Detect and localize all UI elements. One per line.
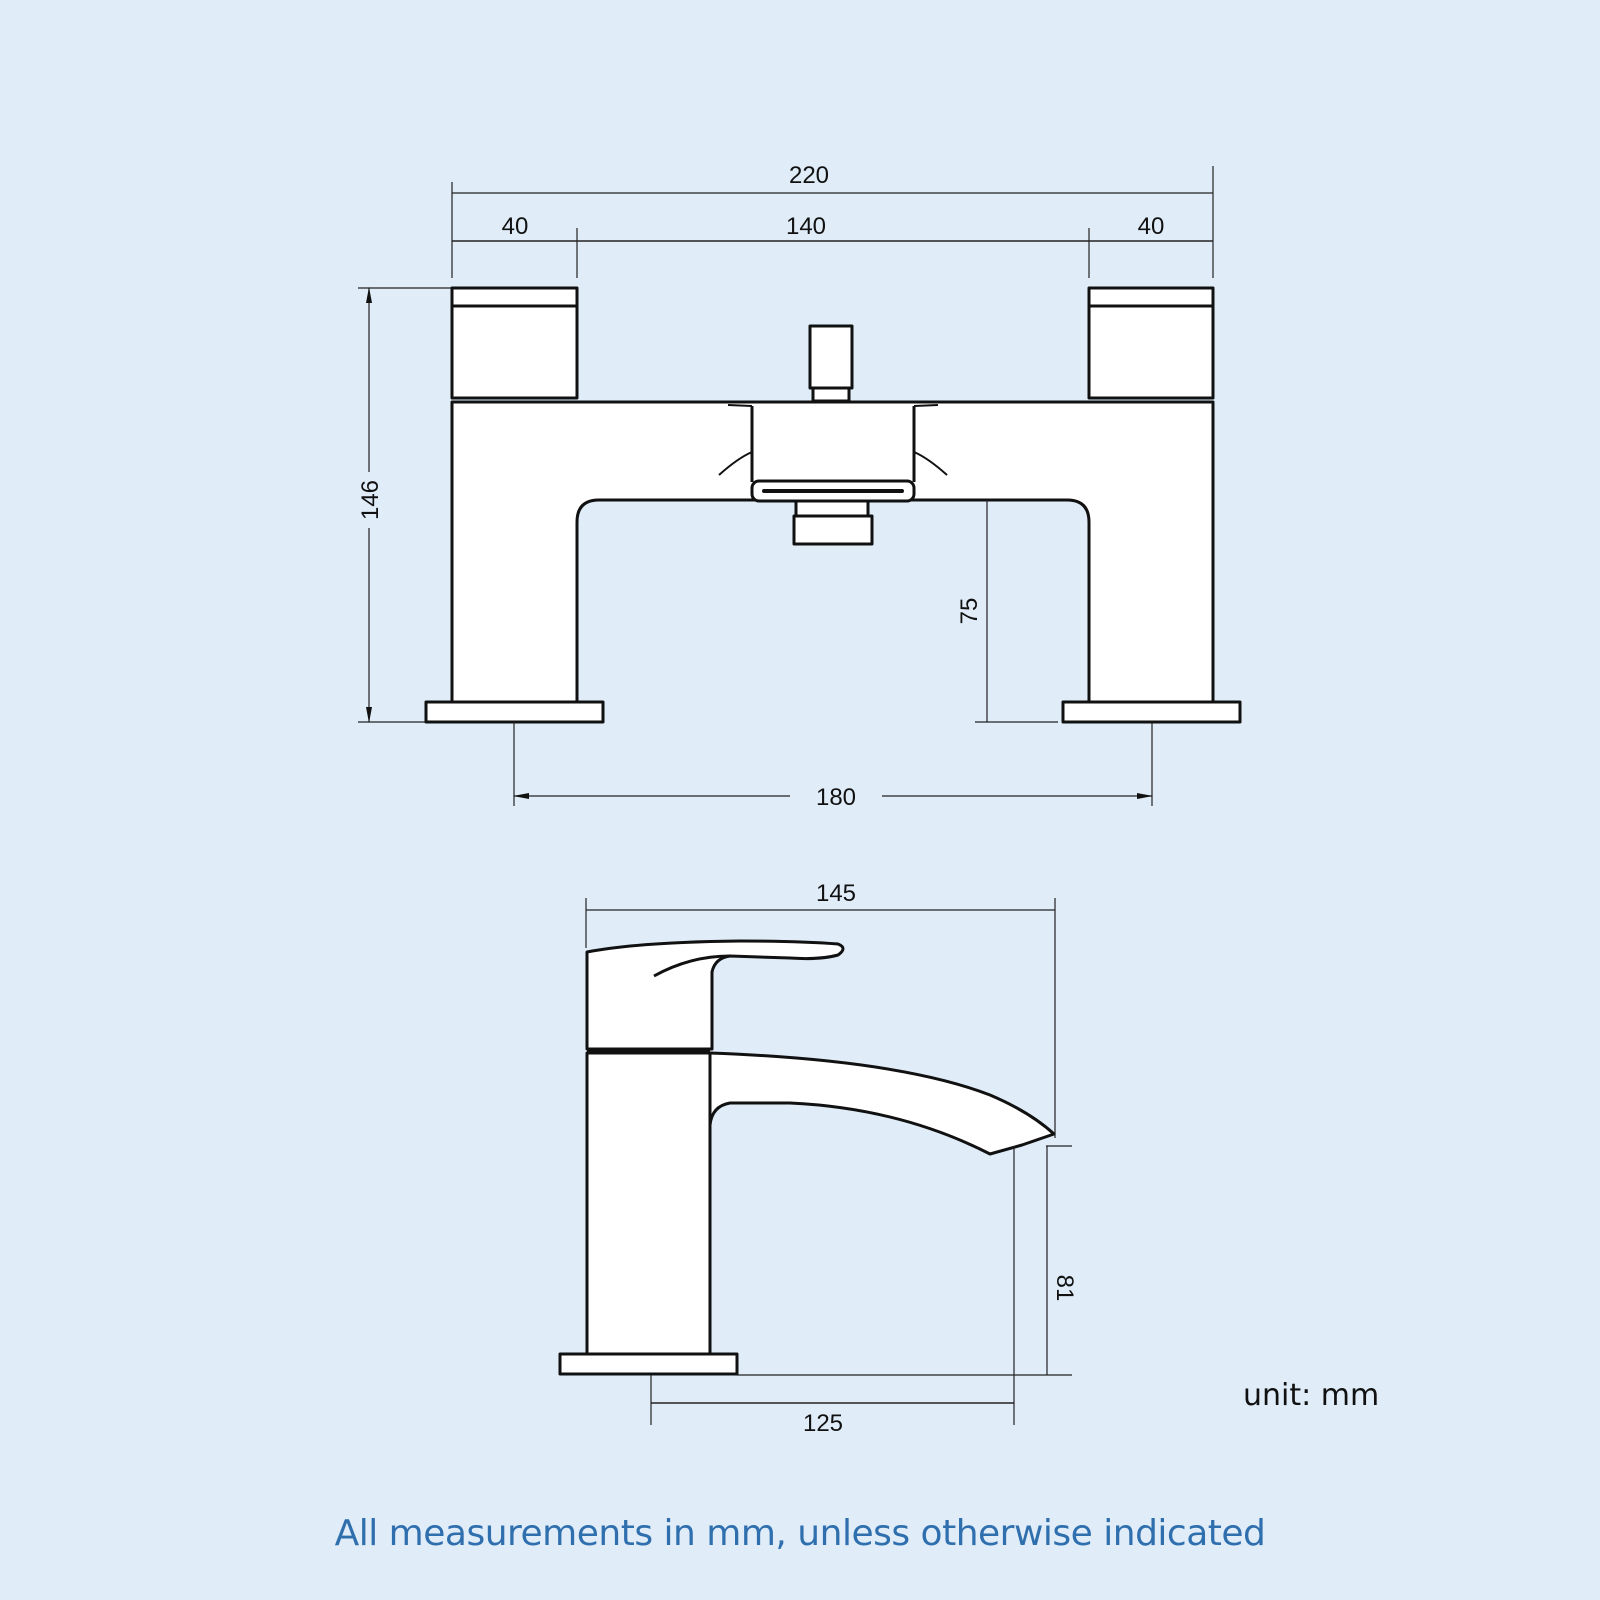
- dimension-spout-reach: 125: [650, 1146, 1015, 1437]
- diverter-knob: [808, 324, 854, 403]
- dim-label-145: 145: [816, 880, 856, 907]
- dim-label-140: 140: [786, 213, 826, 240]
- dim-label-180: 180: [816, 784, 856, 811]
- footer-note: All measurements in mm, unless otherwise…: [334, 1513, 1266, 1554]
- dim-label-right-40: 40: [1138, 213, 1165, 240]
- dimension-handle-row: 40 140 40: [452, 213, 1213, 278]
- tap-body: [585, 1051, 712, 1357]
- tap-base: [558, 1352, 739, 1376]
- dim-label-left-40: 40: [502, 213, 529, 240]
- right-handle: [1087, 286, 1215, 400]
- dimension-spout-clearance: 75: [956, 500, 1058, 723]
- dimension-base-centers: 180: [513, 722, 1153, 811]
- side-view: 145 81 125: [558, 880, 1078, 1437]
- front-view: 220 40 140 40 146: [357, 162, 1242, 811]
- dimension-spout-height: 81: [737, 1145, 1078, 1376]
- dim-label-75: 75: [956, 598, 983, 625]
- unit-label: unit: mm: [1243, 1378, 1380, 1413]
- dim-label-146: 146: [357, 480, 384, 520]
- left-base: [424, 700, 605, 724]
- dimension-overall-depth: 145: [585, 880, 1056, 1138]
- dimension-overall-width: 220: [451, 162, 1214, 278]
- left-handle: [450, 286, 579, 400]
- spout: [708, 1051, 1056, 1156]
- dim-label-81: 81: [1051, 1275, 1078, 1302]
- right-base: [1061, 700, 1242, 724]
- dim-label-220: 220: [789, 162, 829, 189]
- dim-label-125: 125: [803, 1410, 843, 1437]
- shower-outlet: [718, 404, 948, 546]
- bath-filler-body: [450, 400, 1215, 704]
- dimension-overall-height: 146: [357, 287, 452, 723]
